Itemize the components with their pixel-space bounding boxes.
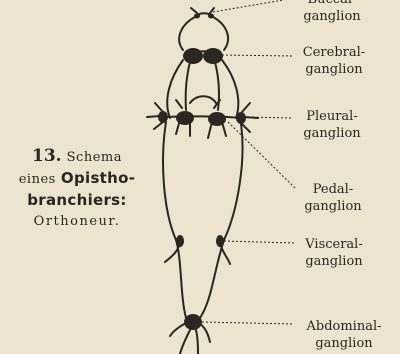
label-line-2: ganglion bbox=[294, 61, 374, 78]
cerebro-pedal-connective-left bbox=[167, 60, 183, 118]
leader-visceral bbox=[224, 241, 295, 243]
pedal-ganglion-label: Pedal- ganglion bbox=[296, 181, 370, 215]
pedal-ganglion-right bbox=[208, 112, 226, 126]
caption-row-3: branchiers: bbox=[2, 190, 152, 210]
leader-pedal bbox=[228, 122, 295, 188]
label-line-2: ganglion bbox=[296, 198, 370, 215]
visceral-ganglion-left bbox=[176, 235, 184, 247]
label-line-2: ganglion bbox=[294, 253, 374, 270]
abdominal-ganglion bbox=[184, 314, 202, 330]
pleural-ganglion-right bbox=[236, 112, 246, 124]
caption-taxon: branchiers: bbox=[27, 191, 126, 209]
figure-caption: 13. Schema eines Opistho- branchiers: Or… bbox=[2, 146, 152, 232]
caption-row-1: 13. Schema bbox=[2, 146, 152, 168]
caption-row-2: eines Opistho- bbox=[2, 168, 152, 190]
label-line-2: ganglion bbox=[292, 335, 396, 352]
pedal-ganglion-left bbox=[176, 111, 194, 125]
caption-taxon: Opistho- bbox=[61, 169, 135, 187]
visceral-connective-right bbox=[200, 124, 242, 318]
visceral-connective-left bbox=[163, 122, 186, 318]
pedal-commissure bbox=[190, 96, 216, 103]
cerebral-ganglion-label: Cerebral- ganglion bbox=[294, 44, 374, 78]
caption-text: Schema bbox=[67, 150, 122, 165]
label-line-2: ganglion bbox=[294, 125, 370, 142]
cerebro-buccal-connective bbox=[179, 17, 228, 50]
figure-number: 13. bbox=[32, 146, 62, 166]
cerebral-ganglion-left bbox=[183, 48, 203, 64]
buccal-ganglion-left bbox=[194, 14, 200, 19]
label-line-1: Visceral- bbox=[294, 236, 374, 253]
leader-cerebral bbox=[222, 55, 293, 56]
cerebral-ganglion-right bbox=[203, 48, 223, 64]
abdominal-ganglion-label: Abdominal- ganglion bbox=[292, 318, 396, 352]
buccal-ganglion-right bbox=[208, 14, 214, 19]
visceral-ganglion-right bbox=[216, 235, 224, 247]
label-line-2: ganglion bbox=[292, 8, 372, 25]
leader-abdominal bbox=[202, 322, 293, 324]
caption-text: Orthoneur. bbox=[34, 214, 121, 229]
pleural-ganglion-label: Pleural- ganglion bbox=[294, 108, 370, 142]
caption-row-4: Orthoneur. bbox=[2, 210, 152, 232]
visceral-ganglion-label: Visceral- ganglion bbox=[294, 236, 374, 270]
label-line-1: Abdominal- bbox=[292, 318, 396, 335]
leader-buccal bbox=[213, 0, 283, 12]
label-line-1: Cerebral- bbox=[294, 44, 374, 61]
label-line-1: Pleural- bbox=[294, 108, 370, 125]
label-line-1: Buccal- bbox=[292, 0, 372, 8]
label-line-1: Pedal- bbox=[296, 181, 370, 198]
pleural-ganglion-left bbox=[158, 111, 168, 123]
cerebro-pedal-connective-right bbox=[222, 60, 238, 118]
buccal-ganglion-label: Buccal- ganglion bbox=[292, 0, 372, 25]
caption-text: eines bbox=[19, 172, 56, 187]
